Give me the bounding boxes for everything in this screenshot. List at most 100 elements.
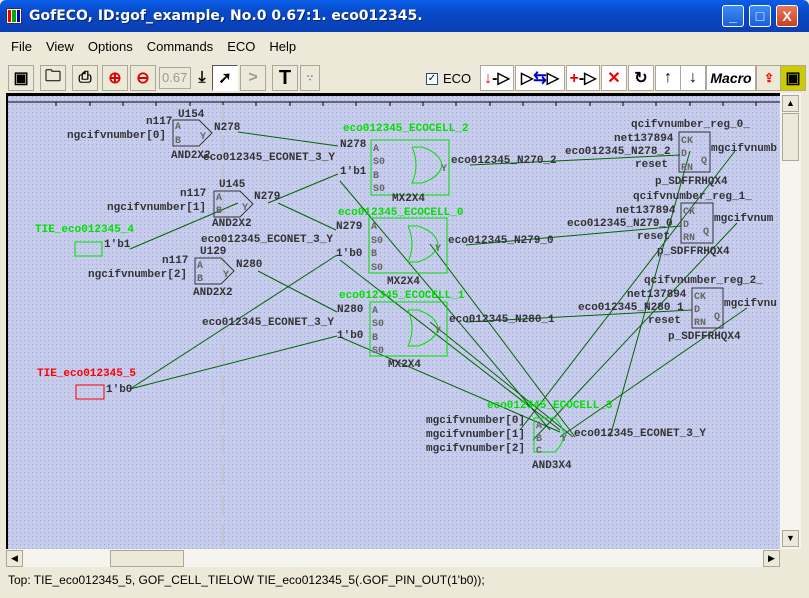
- save-eco-button[interactable]: ▣: [780, 65, 806, 91]
- eco-checkbox-label: ECO: [443, 71, 472, 86]
- apply-zoom-button[interactable]: ⤓: [192, 65, 212, 91]
- scroll-left-button[interactable]: ◀: [6, 550, 23, 567]
- maximize-button[interactable]: □: [749, 5, 771, 27]
- open-button[interactable]: 🗀: [40, 65, 66, 91]
- pin-label: B: [175, 136, 181, 147]
- pin-label: A: [216, 193, 222, 204]
- pin-label: C: [536, 446, 542, 457]
- pin-net: N279: [336, 221, 362, 233]
- schematic-canvas[interactable]: U154 n117 ngcifvnumber[0] A B Y N278 AND…: [6, 93, 780, 549]
- delete-button[interactable]: ✕: [601, 65, 627, 91]
- zoom-out-icon: ⊖: [136, 70, 150, 87]
- pin-label: B: [536, 434, 542, 445]
- window-title: GofECO, ID:gof_example, No.0 0.67:1. eco…: [29, 8, 423, 24]
- move-down-button[interactable]: ↓: [680, 65, 706, 91]
- pin-label: B: [197, 274, 203, 285]
- pin-label: B: [373, 171, 379, 182]
- pin-label: Q: [703, 227, 709, 238]
- swap-gate-button[interactable]: ▷⇆▷: [515, 65, 565, 91]
- pin-label: CK: [683, 207, 695, 218]
- close-button[interactable]: X: [776, 5, 798, 27]
- pin-net: net137894: [614, 133, 674, 145]
- eco-checkbox-box[interactable]: ✓: [426, 72, 438, 85]
- output-net: eco012345_N270_2: [451, 155, 557, 167]
- save-button[interactable]: ▣: [8, 65, 34, 91]
- menu-help[interactable]: Help: [269, 39, 297, 54]
- upload-button[interactable]: ⇪: [756, 65, 782, 91]
- horizontal-scrollbar[interactable]: ◀ ▶: [6, 549, 780, 567]
- pin-net: ngcifvnumber[2]: [88, 269, 187, 281]
- menu-view[interactable]: View: [45, 39, 74, 54]
- status-bar: Top: TIE_eco012345_5, GOF_CELL_TIELOW TI…: [8, 573, 485, 587]
- instance-name: eco012345_ECOCELL_1: [339, 290, 465, 302]
- eco-cell-1[interactable]: eco012345_ECOCELL_1 N280 eco012345_ECONE…: [202, 290, 555, 371]
- output-net: mgcifvnu: [724, 298, 777, 310]
- eco-cell-3[interactable]: eco012345_ECOCELL_3 mgcifvnumber[0] mgci…: [426, 400, 706, 472]
- pin-net: 1'b0: [337, 330, 363, 342]
- print-button[interactable]: ⎙: [72, 65, 98, 91]
- menu-file[interactable]: File: [11, 39, 32, 54]
- zoom-input[interactable]: 0.67: [159, 67, 191, 89]
- pin-label: Y: [441, 164, 447, 175]
- instance-name: U129: [200, 246, 226, 258]
- pin-net: mgcifvnumber[2]: [426, 443, 525, 455]
- cell-type: AND3X4: [532, 460, 572, 472]
- gate-u154[interactable]: U154 n117 ngcifvnumber[0] A B Y N278 AND…: [67, 109, 241, 162]
- eco-checkbox[interactable]: ✓ ECO: [426, 71, 471, 86]
- pin-net: ngcifvnumber[1]: [107, 202, 206, 214]
- gate-u129[interactable]: U129 n117 ngcifvnumber[2] A B Y N280 AND…: [88, 246, 262, 299]
- move-up-button[interactable]: ↑: [655, 65, 681, 91]
- pin-label: D: [683, 220, 689, 231]
- menu-options[interactable]: Options: [87, 39, 133, 54]
- instance-name: qcifvnumber_reg_2_: [644, 275, 763, 287]
- horizontal-scroll-thumb[interactable]: [110, 550, 184, 567]
- pin-net: mgcifvnumber[0]: [426, 415, 525, 427]
- output-net: eco012345_ECONET_3_Y: [574, 428, 706, 440]
- scroll-up-button[interactable]: ▲: [782, 95, 799, 112]
- output-net: eco012345_N280_1: [449, 314, 555, 326]
- tie-cell-5[interactable]: TIE_eco012345_5 1'b0: [37, 368, 136, 400]
- pin-label: D: [694, 305, 700, 316]
- select-tool-button[interactable]: ➚: [212, 65, 238, 91]
- macro-button[interactable]: Macro: [706, 65, 756, 91]
- dotted-curve-icon: ∵: [307, 72, 313, 83]
- menu-bar: File View Options Commands ECO Help: [4, 36, 303, 58]
- arrow-down-icon: ↓: [689, 69, 697, 86]
- gate-u145[interactable]: U145 n117 ngcifvnumber[1] A B Y N279 AND…: [107, 179, 280, 230]
- scroll-down-button[interactable]: ▼: [782, 530, 799, 547]
- schematic: U154 n117 ngcifvnumber[0] A B Y N278 AND…: [8, 96, 780, 549]
- floppy-icon: ▣: [785, 70, 801, 87]
- vertical-scrollbar[interactable]: ▲ ▼: [780, 93, 801, 549]
- flop-reg-2[interactable]: qcifvnumber_reg_2_ net137894 eco012345_N…: [578, 275, 777, 343]
- pin-label: Y: [200, 132, 206, 143]
- zoom-in-button[interactable]: ⊕: [102, 65, 128, 91]
- undo-button[interactable]: ↻: [628, 65, 654, 91]
- cell-type: AND2X2: [193, 287, 233, 299]
- text-tool-button[interactable]: T: [272, 65, 298, 91]
- cell-type: AND2X2: [171, 150, 211, 162]
- pin-label: CK: [694, 292, 706, 303]
- tie-cell-4[interactable]: TIE_eco012345_4 1'b1: [35, 224, 134, 257]
- output-net: N280: [236, 259, 262, 271]
- eco-cell-2[interactable]: eco012345_ECOCELL_2 N278 eco012345_ECONE…: [203, 123, 557, 205]
- pin-net: N280: [337, 304, 363, 316]
- vertical-scroll-thumb[interactable]: [782, 113, 799, 161]
- wire-tool-button[interactable]: >: [240, 65, 266, 91]
- add-gate-button[interactable]: +-▷: [566, 65, 600, 91]
- pin-label: Y: [561, 434, 567, 445]
- menu-eco[interactable]: ECO: [227, 39, 256, 54]
- instance-name: U145: [219, 179, 246, 191]
- flop-reg-1[interactable]: qcifvnumber_reg_1_ net137894 eco012345_N…: [567, 191, 774, 258]
- pin-label: A: [197, 261, 203, 272]
- menu-commands[interactable]: Commands: [146, 39, 214, 54]
- pin-net: eco012345_ECONET_3_Y: [203, 152, 335, 164]
- zoom-out-button[interactable]: ⊖: [130, 65, 156, 91]
- insert-gate-button[interactable]: ↓-▷: [480, 65, 514, 91]
- misc-tool-button[interactable]: ∵: [300, 65, 320, 91]
- flop-reg-0[interactable]: qcifvnumber_reg_0_ net137894 eco012345_N…: [565, 119, 777, 188]
- eco-cell-0[interactable]: eco012345_ECOCELL_0 N279 eco012345_ECONE…: [201, 207, 554, 288]
- minimize-button[interactable]: _: [722, 5, 744, 27]
- add-gate-icon: +-▷: [569, 70, 597, 87]
- scroll-right-button[interactable]: ▶: [763, 550, 780, 567]
- pin-label: A: [536, 421, 542, 432]
